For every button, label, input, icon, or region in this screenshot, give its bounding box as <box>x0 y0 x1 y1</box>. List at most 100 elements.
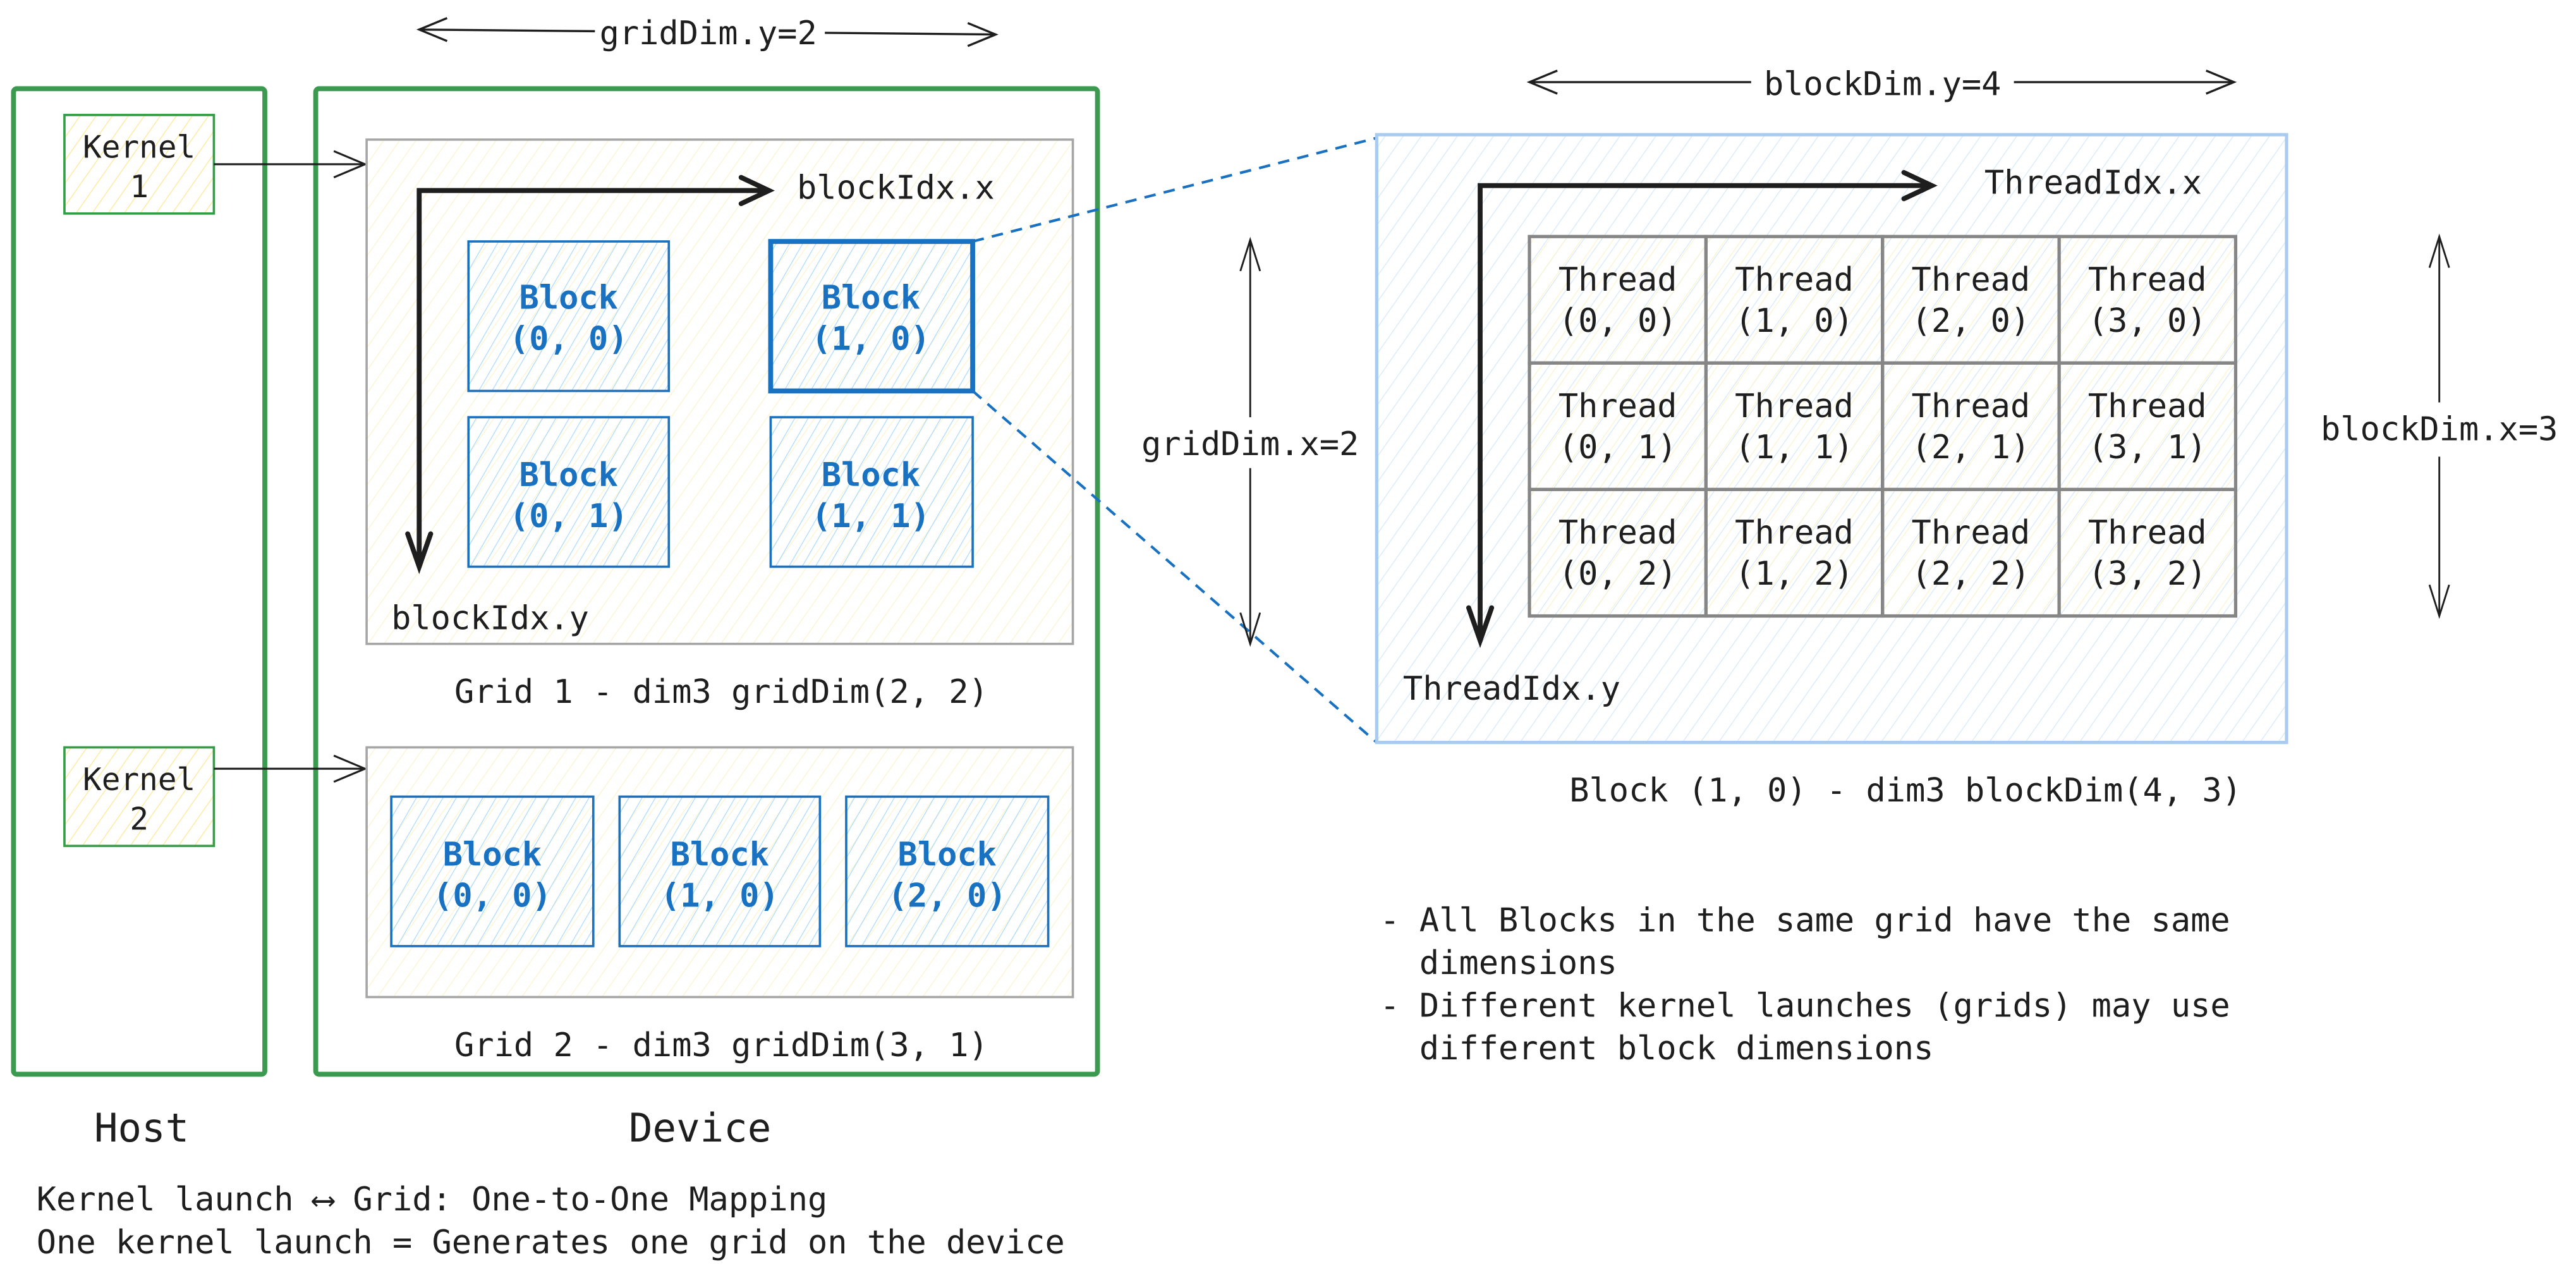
note-1-line-2: dimensions <box>1419 944 1617 982</box>
thread-cell-box <box>2057 234 2238 365</box>
block-index: (0, 1) <box>509 497 628 535</box>
thread-index: (3, 0) <box>2088 302 2207 340</box>
block-dim-y-arrow: blockDim.y=4 <box>1526 66 2237 104</box>
block-label: Block <box>519 456 618 494</box>
block-dim-y-label: blockDim.y=4 <box>1764 66 2001 104</box>
thread-cell-box <box>2057 361 2238 492</box>
block-index: (2, 0) <box>888 877 1007 915</box>
grid-1-block-1-1: Block (1, 1) <box>769 416 974 568</box>
block-detail-caption: Block (1, 0) - dim3 blockDim(4, 3) <box>1569 772 2242 810</box>
footer-line-2: One kernel launch = Generates one grid o… <box>37 1224 1065 1262</box>
thread-label: Thread <box>1912 514 2031 552</box>
host-label: Host <box>94 1105 189 1151</box>
block-index: (1, 1) <box>811 497 930 535</box>
thread-cell: Thread(1, 0) <box>1704 234 1885 365</box>
thread-cell-box <box>1704 487 1885 618</box>
thread-label: Thread <box>1735 514 1854 552</box>
thread-cell-box <box>1704 234 1885 365</box>
thread-index: (0, 0) <box>1558 302 1677 340</box>
kernel-1-number: 1 <box>130 168 149 205</box>
grid-1-block-1-0-highlighted: Block (1, 0) <box>768 239 975 394</box>
footer-line-1: Kernel launch ⟷ Grid: One-to-One Mapping <box>37 1181 828 1219</box>
note-2-bullet: - <box>1380 987 1400 1025</box>
grid-2-block-1-0: Block (1, 0) <box>618 795 822 947</box>
block-index: (0, 0) <box>509 320 628 358</box>
thread-label: Thread <box>1735 261 1854 299</box>
note-2-line-2: different block dimensions <box>1419 1030 1933 1068</box>
grid-1-block-0-0: Block (0, 0) <box>467 240 671 393</box>
block-label: Block <box>822 279 920 317</box>
grid-dim-x-arrow: gridDim.x=2 <box>1141 236 1359 647</box>
block-idx-y-label: blockIdx.y <box>391 599 589 637</box>
kernel-2-to-grid-2-arrow <box>214 754 368 783</box>
thread-index: (1, 1) <box>1735 429 1854 466</box>
thread-cell: Thread(0, 0) <box>1528 234 1708 365</box>
kernel-2-box: Kernel 2 <box>63 746 216 848</box>
thread-cell: Thread(3, 2) <box>2057 487 2238 618</box>
thread-idx-axes <box>1466 169 1938 649</box>
thread-cell: Thread (1, 1) <box>1704 361 1885 492</box>
block-index: (0, 0) <box>433 877 552 915</box>
thread-index: (0, 1) <box>1558 429 1677 466</box>
thread-index: (2, 0) <box>1912 302 2031 340</box>
block-label: Block <box>443 836 542 874</box>
kernel-1-to-grid-1-arrow <box>214 150 368 179</box>
block-dim-x-arrow: blockDim.x=3 <box>2321 233 2558 619</box>
thread-index: (2, 2) <box>1912 555 2031 593</box>
block-label: Block <box>822 456 920 494</box>
grid-2-caption: Grid 2 - dim3 gridDim(3, 1) <box>454 1026 988 1064</box>
thread-cell-box <box>1704 361 1885 492</box>
thread-cell: Thread(2, 1) <box>1881 361 2061 492</box>
block-idx-x-label: blockIdx.x <box>797 169 995 207</box>
grid-dim-y-label: gridDim.y=2 <box>600 15 817 52</box>
kernel-1-box: Kernel 1 <box>63 114 216 215</box>
note-2-line-1: Different kernel launches (grids) may us… <box>1419 987 2230 1025</box>
grid-1-caption: Grid 1 - dim3 gridDim(2, 2) <box>454 673 988 711</box>
thread-label: Thread <box>2088 387 2207 425</box>
thread-label: Thread <box>1558 514 1677 552</box>
kernel-2-label: Kernel <box>83 761 195 798</box>
device-label: Device <box>629 1105 771 1151</box>
block-index: (1, 0) <box>660 877 779 915</box>
block-idx-axes <box>405 174 775 575</box>
grid-2-block-2-0: Block (2, 0) <box>845 795 1050 947</box>
note-1-bullet: - <box>1380 901 1400 939</box>
grid-2-block-0-0: Block (0, 0) <box>390 795 595 947</box>
thread-cell: Thread (0, 1) <box>1528 361 1708 492</box>
block-label: Block <box>671 836 769 874</box>
thread-index: (1, 2) <box>1735 555 1854 593</box>
thread-index: (1, 0) <box>1735 302 1854 340</box>
thread-index: (3, 1) <box>2088 429 2207 466</box>
grid-dim-y-arrow: gridDim.y=2 <box>416 15 999 52</box>
thread-cell: Thread (3, 1) <box>2057 361 2238 492</box>
grid-2: Block (0, 0) Block (1, 0) Block (2, 0) <box>365 746 1074 999</box>
thread-label: Thread <box>1558 387 1677 425</box>
thread-cell-box <box>2057 487 2238 618</box>
thread-cell-box <box>1528 234 1708 365</box>
thread-cell-box <box>1528 361 1708 492</box>
block-label: Block <box>898 836 997 874</box>
thread-cell: Thread(0, 2) <box>1528 487 1708 618</box>
thread-label: Thread <box>2088 514 2207 552</box>
thread-label: Thread <box>1735 387 1854 425</box>
thread-label: Thread <box>1558 261 1677 299</box>
kernel-1-label: Kernel <box>83 128 195 165</box>
thread-cell-box <box>1881 234 2061 365</box>
host-box <box>11 86 267 1077</box>
thread-cell-box <box>1881 487 2061 618</box>
thread-idx-y-label: ThreadIdx.y <box>1403 670 1620 708</box>
thread-idx-x-label: ThreadIdx.x <box>1984 164 2202 202</box>
block-detail-panel: ThreadIdx.x ThreadIdx.y Thread(0, 0)Thre… <box>1375 133 2288 745</box>
thread-label: Thread <box>2088 261 2207 299</box>
zoom-connector-lines <box>971 137 1378 744</box>
thread-grid: Thread(0, 0)Thread(1, 0)Thread(2, 0)Thre… <box>1528 234 2238 618</box>
thread-index: (0, 2) <box>1558 555 1677 593</box>
thread-index: (2, 1) <box>1912 429 2031 466</box>
device-box <box>313 86 1100 1077</box>
thread-cell-box <box>1528 487 1708 618</box>
note-1-line-1: All Blocks in the same grid have the sam… <box>1419 901 2230 939</box>
block-index: (1, 0) <box>811 320 930 358</box>
kernel-2-number: 2 <box>130 800 149 837</box>
thread-cell: Thread(1, 2) <box>1704 487 1885 618</box>
